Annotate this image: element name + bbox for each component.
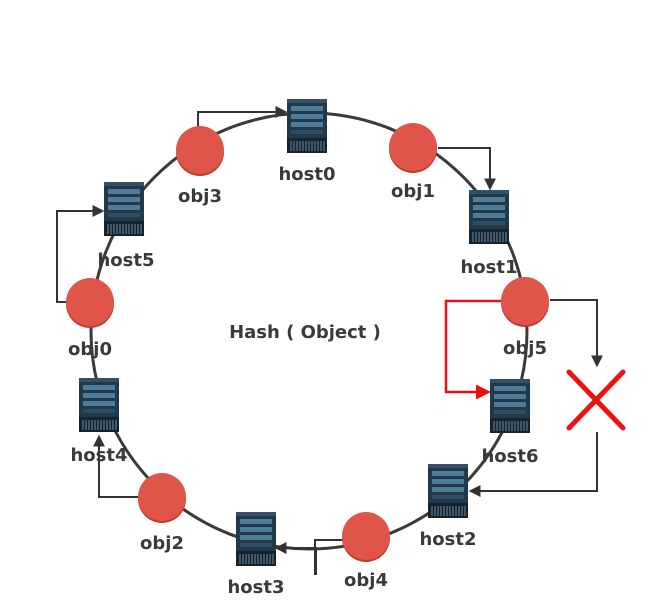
arrow-obj4-host3 bbox=[274, 539, 343, 575]
host-node: host5 bbox=[97, 181, 155, 271]
host-node: host0 bbox=[278, 98, 336, 185]
server-icon bbox=[235, 511, 277, 567]
center-label: Hash ( Object ) bbox=[229, 322, 381, 343]
host-node: host3 bbox=[227, 511, 285, 598]
host-node: host1 bbox=[460, 189, 518, 278]
server-icon bbox=[427, 463, 469, 519]
object-node: obj4 bbox=[342, 512, 390, 591]
server-icon bbox=[103, 181, 145, 237]
server-icon bbox=[78, 377, 120, 433]
object-label: obj2 bbox=[140, 533, 184, 554]
arrow-obj1-host1 bbox=[438, 147, 496, 191]
object-node: obj1 bbox=[389, 123, 437, 202]
arrow-obj3-host0 bbox=[197, 106, 288, 128]
object-label: obj5 bbox=[503, 338, 547, 359]
arrow-obj2-host4 bbox=[93, 434, 140, 498]
host-label: host2 bbox=[419, 529, 476, 550]
object-label: obj3 bbox=[178, 186, 222, 207]
object-label: obj0 bbox=[68, 339, 112, 360]
object-node: obj0 bbox=[66, 278, 114, 360]
cross-icon bbox=[566, 369, 626, 431]
server-icon bbox=[468, 189, 510, 245]
arrow-removed-host2 bbox=[468, 432, 598, 497]
arrow-obj5-host6-failover bbox=[444, 299, 502, 400]
host-label: host6 bbox=[481, 446, 538, 467]
server-icon bbox=[286, 98, 328, 154]
host-node: host4 bbox=[70, 377, 128, 466]
object-node: obj5 bbox=[501, 277, 549, 359]
arrow-obj5-removed bbox=[550, 299, 603, 368]
host-label: host0 bbox=[278, 164, 335, 185]
mapping-arrows bbox=[56, 106, 603, 575]
object-node: obj2 bbox=[138, 473, 186, 554]
arrow-obj0-host5 bbox=[56, 205, 105, 303]
host-node: host6 bbox=[481, 378, 539, 467]
host-label: host1 bbox=[460, 257, 517, 278]
host-label: host5 bbox=[97, 250, 154, 271]
host-label: host3 bbox=[227, 577, 284, 598]
object-node: obj3 bbox=[176, 126, 224, 207]
host-label: host4 bbox=[70, 445, 127, 466]
server-icon bbox=[489, 378, 531, 434]
host-node: host2 bbox=[419, 463, 477, 550]
object-label: obj4 bbox=[344, 570, 388, 591]
object-label: obj1 bbox=[391, 181, 435, 202]
